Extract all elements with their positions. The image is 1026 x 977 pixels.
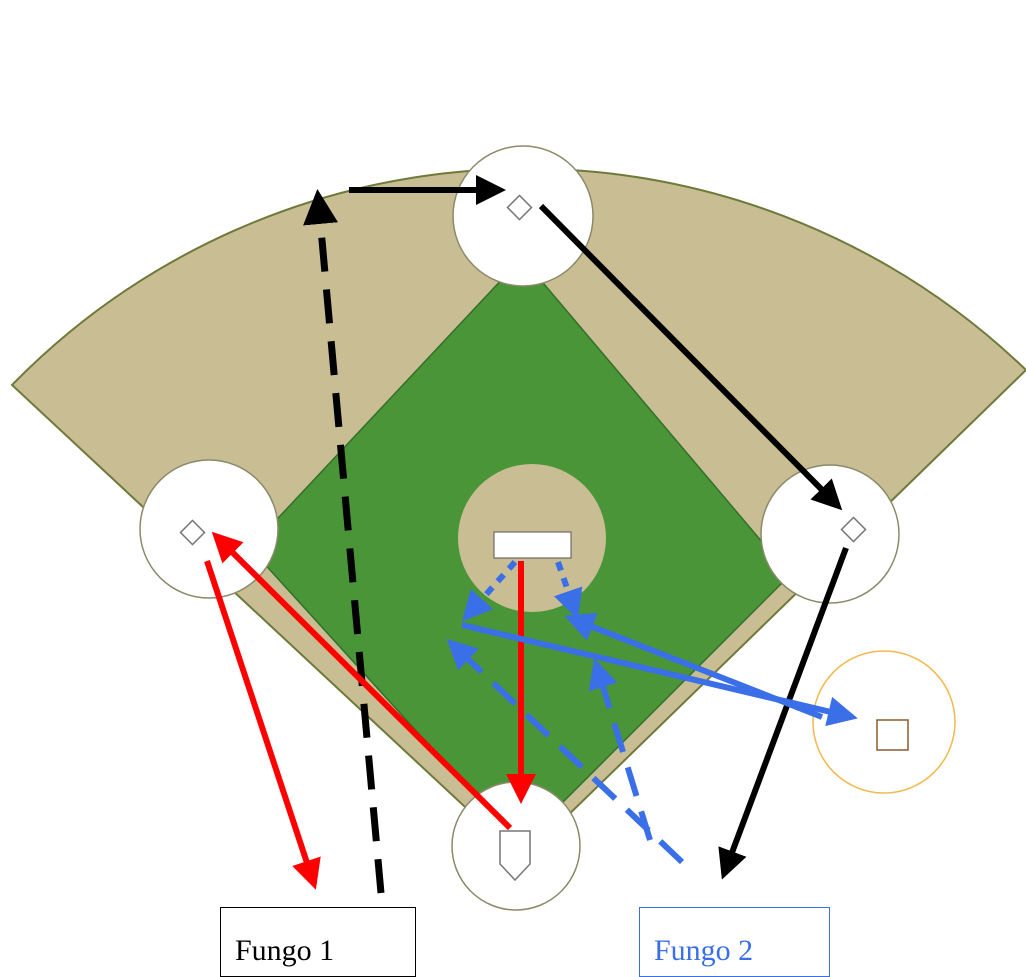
coach-position [812, 650, 956, 794]
home-plate [451, 781, 581, 911]
second-base [452, 145, 594, 287]
first-base [760, 464, 900, 604]
fungo-1-text: Fungo 1 [235, 934, 335, 967]
blue-arrow-coach-to-mound [564, 612, 824, 720]
red-arrow-third-to-foul [204, 560, 321, 890]
black-arrow-first-to-foul [718, 546, 849, 880]
red-arrow-home-to-third [211, 531, 513, 831]
blue-dotted-arrow-mound-left [462, 560, 518, 622]
fungo-1-label: Fungo 1 [220, 907, 416, 977]
fungo-2-label: Fungo 2 [639, 907, 830, 977]
pitchers-rubber [493, 531, 572, 559]
black-arrow-second-to-first [538, 203, 843, 511]
blue-dashed-arrow-to-right-mid [588, 658, 653, 841]
black-dashed-arrow-to-left-field [303, 189, 385, 894]
fungo-2-text: Fungo 2 [654, 934, 754, 967]
